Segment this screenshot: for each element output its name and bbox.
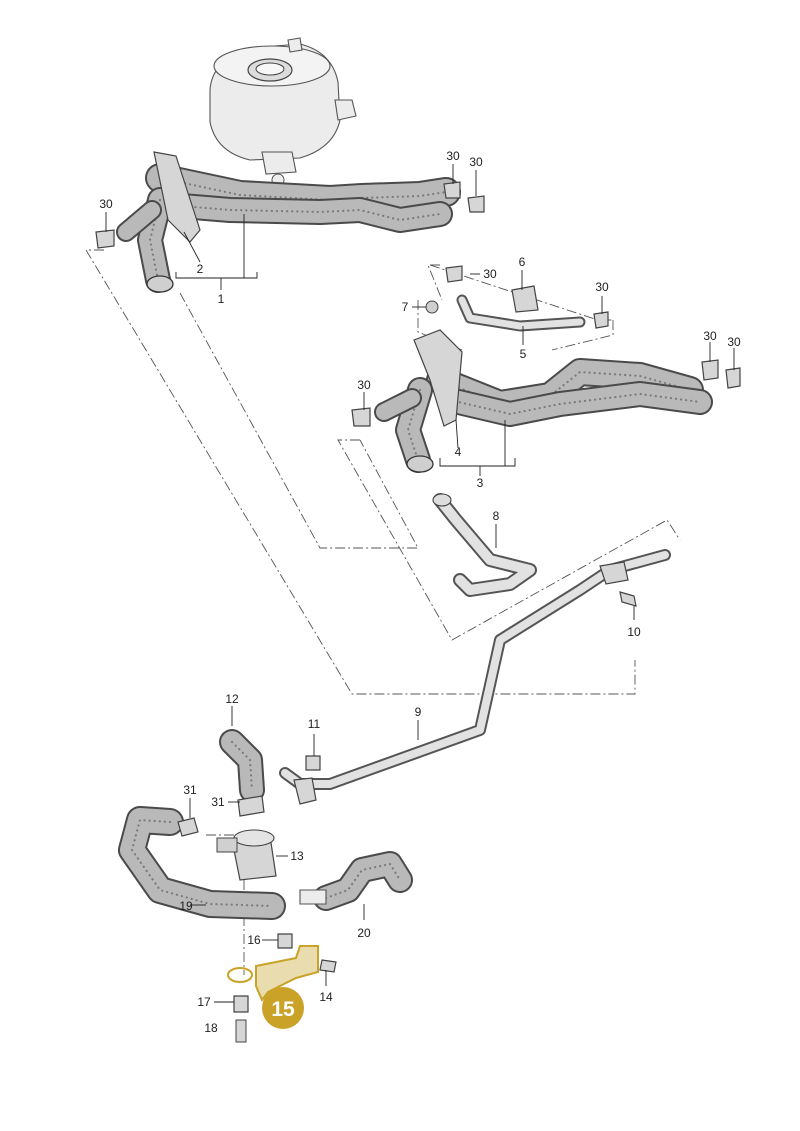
leader-lines xyxy=(105,164,735,1003)
label-part-30e: 30 xyxy=(595,280,609,294)
label-part-30c: 30 xyxy=(469,155,483,169)
upper-coolant-hose xyxy=(116,151,461,293)
highlight-callout-label: 15 xyxy=(271,998,295,1021)
label-part-30d: 30 xyxy=(483,267,497,281)
hardware-clips xyxy=(95,181,741,1043)
label-part-13: 13 xyxy=(290,849,304,863)
label-part-16: 16 xyxy=(247,933,261,947)
label-part-12: 12 xyxy=(225,692,239,706)
label-part-9: 9 xyxy=(415,705,422,719)
label-part-11: 11 xyxy=(308,717,321,731)
label-part-4: 4 xyxy=(455,445,462,459)
label-part-10: 10 xyxy=(627,625,641,639)
lower-hose-assembly xyxy=(118,729,413,920)
middle-coolant-hose xyxy=(374,329,713,473)
label-part-30f: 30 xyxy=(357,378,371,392)
label-part-7: 7 xyxy=(402,300,409,314)
highlighted-bracket: 15 xyxy=(227,945,319,1029)
label-part-8: 8 xyxy=(493,509,500,523)
label-part-31b: 31 xyxy=(211,795,225,809)
label-part-30a: 30 xyxy=(99,197,113,211)
label-part-5: 5 xyxy=(520,347,527,361)
label-part-31a: 31 xyxy=(183,783,197,797)
label-part-30b: 30 xyxy=(446,149,460,163)
label-part-17: 17 xyxy=(197,995,211,1009)
label-part-3: 3 xyxy=(477,476,484,490)
label-part-14: 14 xyxy=(319,990,333,1004)
coolant-expansion-tank xyxy=(209,37,357,187)
label-part-2: 2 xyxy=(197,262,204,276)
label-part-18: 18 xyxy=(204,1021,218,1035)
label-part-30g: 30 xyxy=(703,329,717,343)
highlight-callout xyxy=(262,987,304,1029)
label-part-6: 6 xyxy=(519,255,526,269)
label-part-30h: 30 xyxy=(727,335,741,349)
label-part-19: 19 xyxy=(179,899,193,913)
long-pipe-9 xyxy=(279,549,671,805)
label-part-20: 20 xyxy=(357,926,371,940)
pipe-8 xyxy=(432,493,537,597)
part-number-labels: 1 2 30 30 30 30 6 7 30 5 30 30 30 4 3 8 … xyxy=(99,149,741,1035)
label-part-1: 1 xyxy=(218,292,225,306)
small-pipe-5 xyxy=(425,285,586,332)
